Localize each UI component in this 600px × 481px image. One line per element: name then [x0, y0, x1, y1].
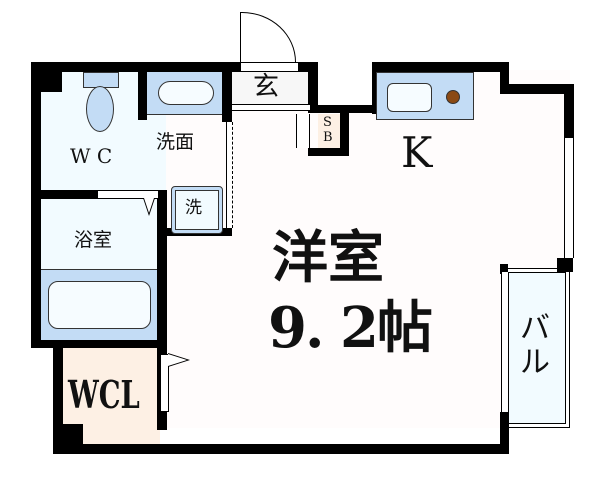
balcony-floor — [508, 272, 566, 424]
wall-kitchen-step — [500, 62, 509, 92]
washbasin-icon — [158, 81, 214, 105]
entrance-threshold — [240, 62, 299, 72]
washer-label: 洗 — [185, 198, 202, 218]
wall-sb-top — [308, 105, 380, 113]
entrance-door[interactable] — [240, 12, 296, 63]
wall-bath-bottom — [31, 338, 167, 348]
sb-door[interactable] — [296, 114, 310, 148]
washer-inner — [175, 190, 219, 230]
bathtub-icon — [48, 281, 151, 329]
sliding-door-washroom — [226, 122, 233, 228]
wall-balcony-left-bottom — [500, 412, 509, 454]
wall-top-left — [31, 62, 240, 72]
western-room-name: 洋室 — [272, 225, 384, 291]
stove-burner-icon — [446, 90, 460, 104]
wall-right — [564, 84, 574, 138]
washroom-label: 洗面 — [156, 131, 195, 153]
wall-washroom-right — [222, 62, 232, 122]
wc-corner-block — [41, 72, 62, 92]
wall-wc-washroom — [138, 72, 147, 120]
wall-sb-right — [340, 113, 349, 155]
bath-door-arrow-fill — [144, 198, 154, 213]
shoe-box-label-b: B — [323, 130, 333, 145]
wall-wc-bath — [41, 190, 97, 199]
wall-entrance-right — [308, 62, 318, 112]
wall-balcony-left-top — [500, 264, 508, 274]
balcony-label-ru: ル — [520, 345, 550, 380]
closet-door-arrow-fill — [168, 354, 187, 366]
bathroom-label: 浴室 — [74, 229, 113, 251]
shoe-box-label-s: S — [323, 115, 332, 130]
toilet-bowl-icon — [86, 86, 114, 132]
window-balcony — [501, 272, 509, 412]
kitchen-sink-icon — [387, 83, 432, 112]
wall-kitchen-top — [372, 62, 509, 72]
wall-bottom — [53, 444, 209, 454]
wall-left — [31, 62, 41, 347]
window-right — [564, 138, 574, 258]
wall-closet-left — [53, 338, 63, 446]
entrance-floor — [232, 72, 312, 106]
wall-balcony-corner — [557, 258, 573, 272]
shoe-box — [318, 114, 340, 148]
closet-door[interactable] — [160, 354, 169, 412]
closet-corner-block — [63, 424, 83, 444]
entrance-step-line — [232, 104, 310, 111]
wall-right-top — [500, 84, 574, 94]
closet-label: WCL — [68, 372, 140, 417]
wall-entrance-top-right — [297, 62, 315, 72]
balcony-label-ba: バ — [520, 311, 550, 346]
wall-bath-right — [157, 190, 167, 430]
wall-sb-bottom — [308, 148, 349, 156]
bath-door[interactable] — [97, 190, 159, 199]
kitchen-label: K — [401, 128, 433, 177]
western-room-size: 9. 2帖 — [268, 295, 433, 361]
wc-label: W C — [70, 144, 113, 168]
entrance-label: 玄 — [253, 72, 280, 102]
wall-bottom-main — [160, 444, 509, 454]
